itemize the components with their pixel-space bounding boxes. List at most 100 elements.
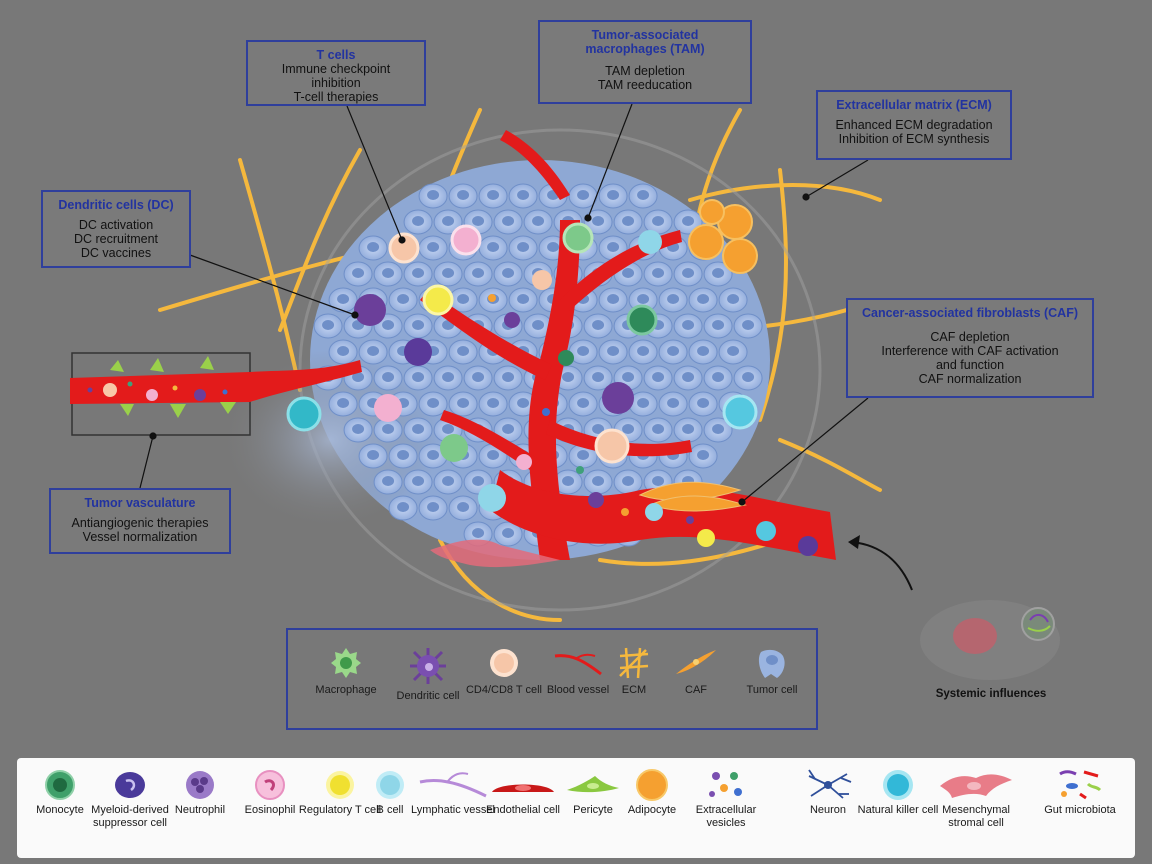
tumor-cell-nucleus [712,424,725,434]
myeloid-derived-suppressor-cell-icon [115,772,145,798]
tumor-cell-nucleus [487,242,500,252]
tumor-cell-nucleus [592,320,605,330]
legend-item-mesenchymal-stromal-cell: Mesenchymal stromal cell [933,768,1019,830]
tumor-cell-nucleus [667,294,680,304]
tumor-cell-nucleus [697,346,710,356]
tumor-cell-nucleus [337,398,350,408]
legend-label: Endothelial cell [486,804,560,816]
callout-line: and function [935,358,1005,372]
callout-title: Tumor-associated macrophages (TAM) [585,28,705,56]
legend-item-regulatory-t-cell: Regulatory T cell [297,768,383,817]
caf-cluster [638,481,747,512]
tumor-cell-nucleus [382,424,395,434]
legend-item-macrophage: Macrophage [306,646,386,697]
tumor-cell-nucleus [382,268,395,278]
tumor-cell-nucleus [682,320,695,330]
tumor-cell-nucleus [562,372,575,382]
legend-label: Neutrophil [174,804,226,816]
callout-line: DC activation [78,218,154,232]
legend-label: B cell [376,804,404,816]
neutrophil-icon [186,771,214,799]
callout-ecm: Extracellular matrix (ECM) Enhanced ECM … [816,90,1012,160]
tumor-cell-nucleus [457,502,470,512]
tumor-cell-nucleus [382,476,395,486]
tumor-cell-nucleus [607,190,620,200]
legend-label: Macrophage [315,684,377,696]
legend-label: Pericyte [573,804,613,816]
callout-line: Inhibition of ECM synthesis [838,132,990,146]
tumor-cell-nucleus [742,372,755,382]
tumor-cell-nucleus [337,346,350,356]
legend-item-endothelial-cell: Endothelial cell [480,768,566,817]
tumor-cell-nucleus [457,398,470,408]
tumor-cell-nucleus [442,216,455,226]
tumor-cell-nucleus [427,242,440,252]
tumor-cell-nucleus [682,216,695,226]
tumor-cell-nucleus [622,476,635,486]
tumor-cell-nucleus [397,502,410,512]
callout-line: DC recruitment [73,232,159,246]
callout-dendritic-cells: Dendritic cells (DC) DC activation DC re… [41,190,191,268]
legend-label: CAF [685,684,707,696]
tumor-cell-nucleus [652,268,665,278]
tumor-cell-nucleus [607,294,620,304]
tumor-cell-nucleus [457,294,470,304]
tumor-cell-nucleus [697,294,710,304]
legend-item-tumor-cell: Tumor cell [732,646,812,697]
tumor-cell-nucleus [592,424,605,434]
tumor-cell-nucleus [367,450,380,460]
adipocyte-icon [636,769,668,801]
tumor-cell-nucleus [667,398,680,408]
legend-label: Neuron [809,804,847,816]
tumor-cell-nucleus [427,398,440,408]
tumor-cell-nucleus [622,216,635,226]
tumor-cell-nucleus [472,476,485,486]
tumor-cell-nucleus [412,476,425,486]
tumor-cell-nucleus [652,216,665,226]
tumor-cell-nucleus [727,346,740,356]
tumor-cell-nucleus [367,346,380,356]
callout-caf: Cancer-associated fibroblasts (CAF) CAF … [846,298,1094,398]
tumor-cell-nucleus [412,320,425,330]
callout-title: Tumor vasculature [84,496,196,510]
legend-item-caf: CAF [656,646,736,697]
tumor-cell-nucleus [427,450,440,460]
tumor-cell-nucleus [457,190,470,200]
tumor-cell-nucleus [457,346,470,356]
tumor-cell-nucleus [682,424,695,434]
legend-item-natural-killer-cell: Natural killer cell [855,768,941,817]
tumor-cell-nucleus [727,294,740,304]
legend-item-pericyte: Pericyte [550,768,636,817]
tumor-cell-nucleus [517,190,530,200]
legend-item-monocyte: Monocyte [17,768,103,817]
legend-item-blood-vessel: Blood vessel [538,646,618,697]
legend-item-extracellular-vesicles: Extracellular vesicles [683,768,769,830]
legend-item-adipocyte: Adipocyte [609,768,695,817]
legend-label: Monocyte [36,804,84,816]
systemic-influences-label: Systemic influences [935,688,1047,700]
tumor-cell-nucleus [382,320,395,330]
tumor-cell-icon [758,649,785,678]
neuron-icon [808,769,852,799]
legend-item-b-cell: B cell [347,768,433,817]
callout-line: DC vaccines [80,246,152,260]
legend-label: Mesenchymal stromal cell [942,804,1010,829]
blood-vessel-icon [554,653,602,676]
macrophage-icon [331,648,361,678]
tumor-cell-nucleus [637,346,650,356]
callout-connectors [139,103,869,506]
callout-line: CAF normalization [918,372,1022,386]
callout-line: TAM reeducation [597,78,693,92]
adipocyte-cluster [688,199,758,274]
tumor-cell-nucleus [697,398,710,408]
legend-label: CD4/CD8 T cell [465,684,542,696]
tumor-cell-nucleus [487,450,500,460]
tumor-cell-nucleus [412,268,425,278]
pericyte-icon [567,776,619,793]
tumor-cell-nucleus [397,294,410,304]
legend-label: Blood vessel [546,684,610,696]
tumor-cell-nucleus [502,528,515,538]
tumor-cell-nucleus [517,294,530,304]
cell-legend: Macrophage Dendritic cell CD4/CD8 T cell… [286,628,818,730]
tumor-cell-nucleus [697,450,710,460]
